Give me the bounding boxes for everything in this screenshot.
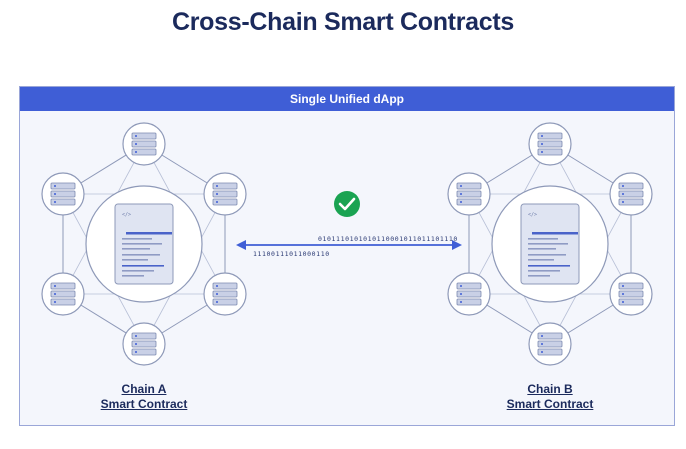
chain-b-subtitle: Smart Contract xyxy=(506,397,594,411)
svg-text:</>: </> xyxy=(122,212,131,218)
server-icon xyxy=(122,122,166,166)
check-circle-icon xyxy=(334,191,360,217)
dapp-banner: Single Unified dApp xyxy=(20,87,674,111)
double-arrow-icon xyxy=(236,240,462,250)
page-title: Cross-Chain Smart Contracts xyxy=(172,8,514,36)
server-icon xyxy=(447,272,491,316)
server-icon xyxy=(609,172,653,216)
contract-document-icon: </> xyxy=(114,203,174,285)
chain-a-network: </> xyxy=(41,122,247,366)
svg-text:</>: </> xyxy=(528,212,537,218)
server-icon xyxy=(609,272,653,316)
binary-stream-bottom: 11100111011000110 xyxy=(253,250,330,258)
chain-a-label: Chain A Smart Contract xyxy=(74,382,214,412)
chain-b-name: Chain B xyxy=(527,382,573,396)
server-icon xyxy=(528,122,572,166)
server-icon xyxy=(528,322,572,366)
server-icon xyxy=(41,272,85,316)
chain-a-subtitle: Smart Contract xyxy=(100,397,188,411)
server-icon xyxy=(122,322,166,366)
server-icon xyxy=(203,172,247,216)
contract-document-icon: </> xyxy=(520,203,580,285)
chain-b-label: Chain B Smart Contract xyxy=(480,382,620,412)
server-icon xyxy=(41,172,85,216)
chain-a-name: Chain A xyxy=(121,382,167,396)
server-icon xyxy=(447,172,491,216)
chain-b-network: </> xyxy=(447,122,653,366)
server-icon xyxy=(203,272,247,316)
binary-stream-top: 0101110101010110001011011101110 xyxy=(318,235,458,243)
